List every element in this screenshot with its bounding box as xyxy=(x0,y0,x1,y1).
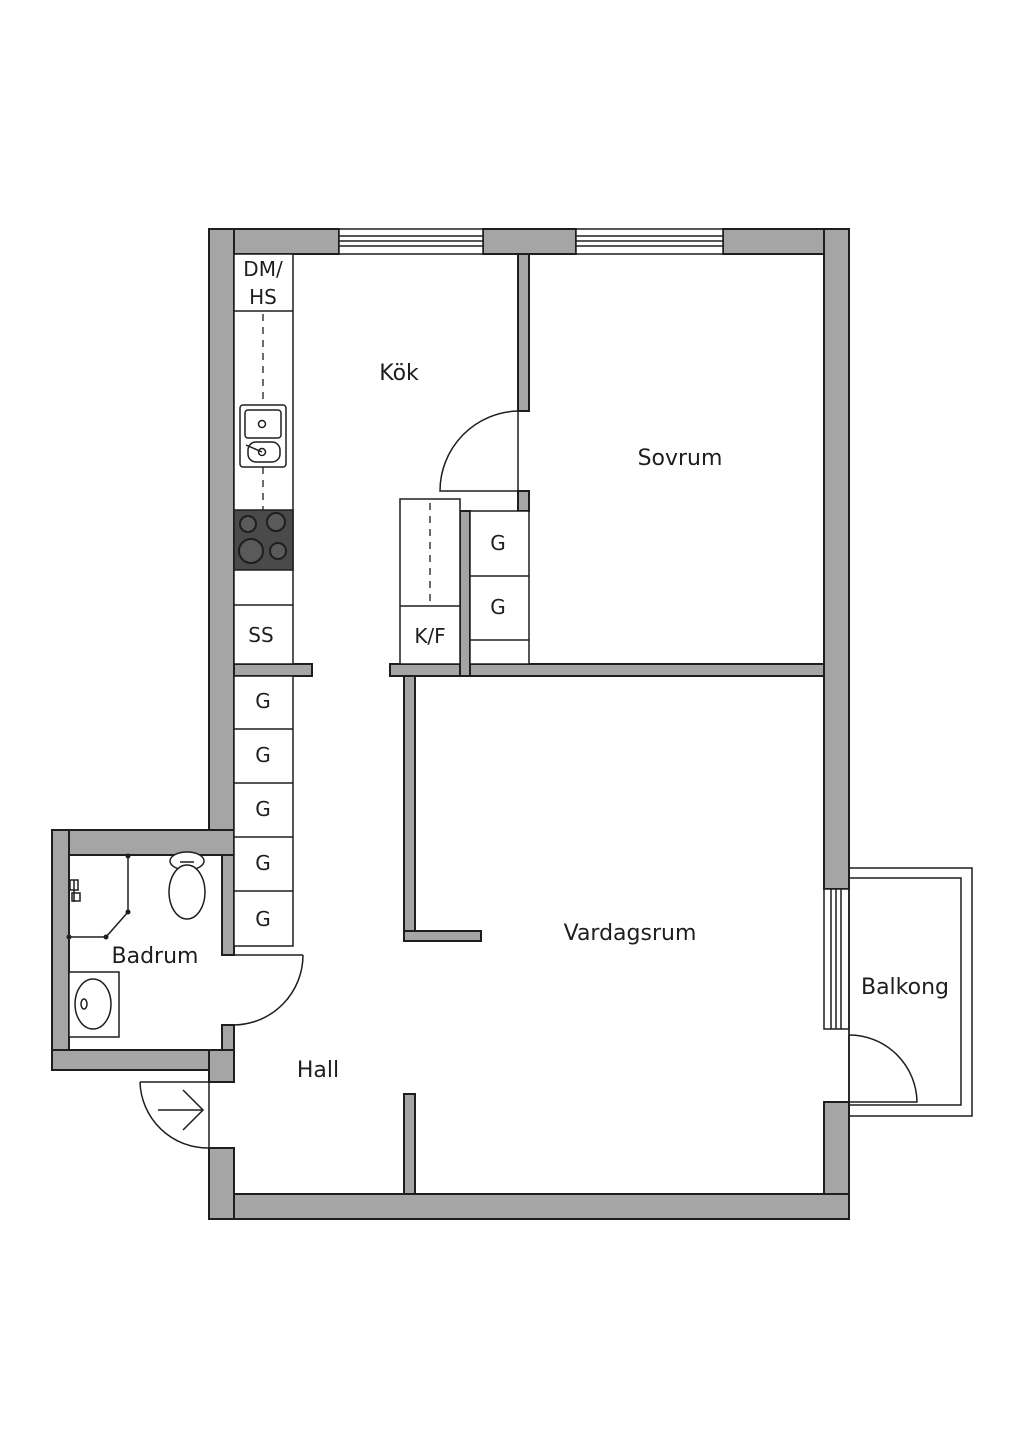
stove-icon xyxy=(233,509,294,571)
dishwasher-label-line1: DM/ xyxy=(243,257,283,281)
wardrobe-label: G xyxy=(255,907,271,931)
room-label-hall: Hall xyxy=(297,1058,339,1083)
toilet-icon xyxy=(168,851,206,920)
room-label-sovrum: Sovrum xyxy=(638,446,723,471)
dishwasher-label-line2: HS xyxy=(249,285,277,309)
shower-faucet-icon xyxy=(69,879,81,902)
entrance-arrow-icon xyxy=(158,1089,205,1131)
bathroom-door xyxy=(233,954,304,1026)
room-label-kok: Kök xyxy=(379,361,419,386)
entrance-door xyxy=(139,1081,210,1149)
fridge-freezer-label: K/F xyxy=(414,624,445,648)
wardrobe-label: G xyxy=(490,595,506,619)
room-label-vardagsrum: Vardagsrum xyxy=(564,921,697,946)
washbasin-icon xyxy=(68,971,120,1038)
wardrobe-label: G xyxy=(255,797,271,821)
wardrobe-label: G xyxy=(490,531,506,555)
outer-walls xyxy=(51,228,850,1220)
fridge-freezer xyxy=(399,498,461,665)
room-label-balkong: Balkong xyxy=(861,975,949,1000)
windows xyxy=(338,228,850,1030)
shower-screen-icon xyxy=(66,853,131,940)
room-label-badrum: Badrum xyxy=(112,944,199,969)
balcony xyxy=(848,867,973,1117)
bedroom-door xyxy=(439,410,519,492)
wardrobe-label: G xyxy=(255,743,271,767)
interior-walls xyxy=(221,253,825,1195)
wardrobe-label: G xyxy=(255,851,271,875)
sink-icon xyxy=(239,404,287,468)
wardrobes-bedroom xyxy=(469,510,530,665)
freezer-label: SS xyxy=(248,623,273,647)
wardrobe-label: G xyxy=(255,689,271,713)
wardrobes-hall xyxy=(233,675,294,947)
